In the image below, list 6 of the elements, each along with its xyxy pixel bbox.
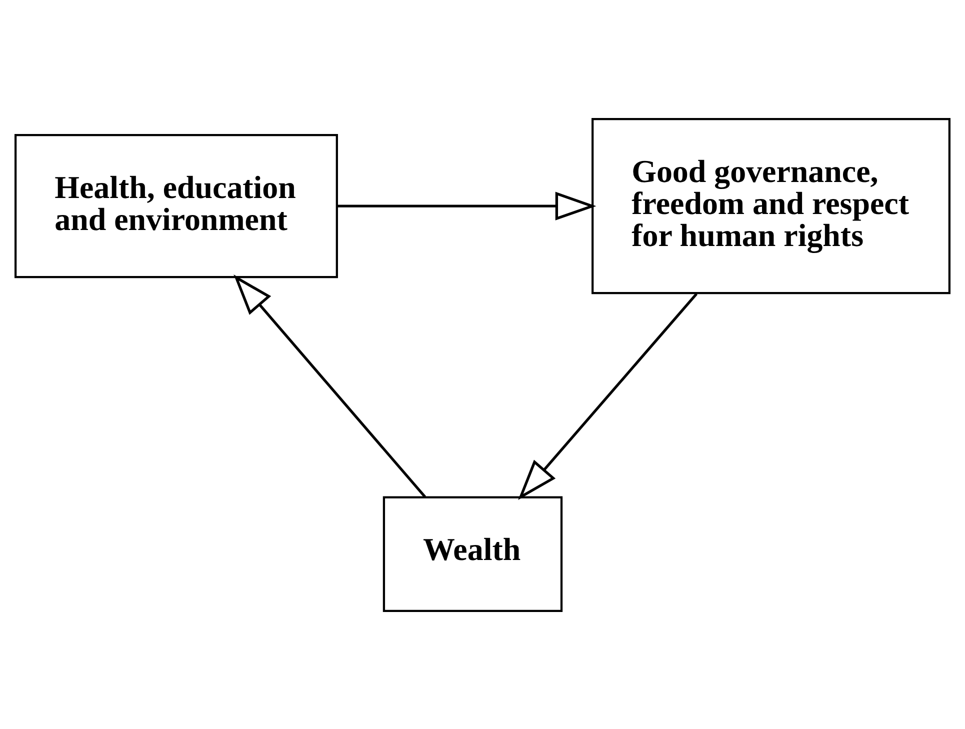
node-box: Health, education and environment [14, 134, 338, 278]
node-box: Good governance, freedom and respect for human rights [592, 118, 950, 294]
arrow [337, 191, 596, 220]
arrow [234, 274, 426, 498]
arrow [518, 292, 698, 500]
node-box: Wealth [382, 496, 563, 612]
